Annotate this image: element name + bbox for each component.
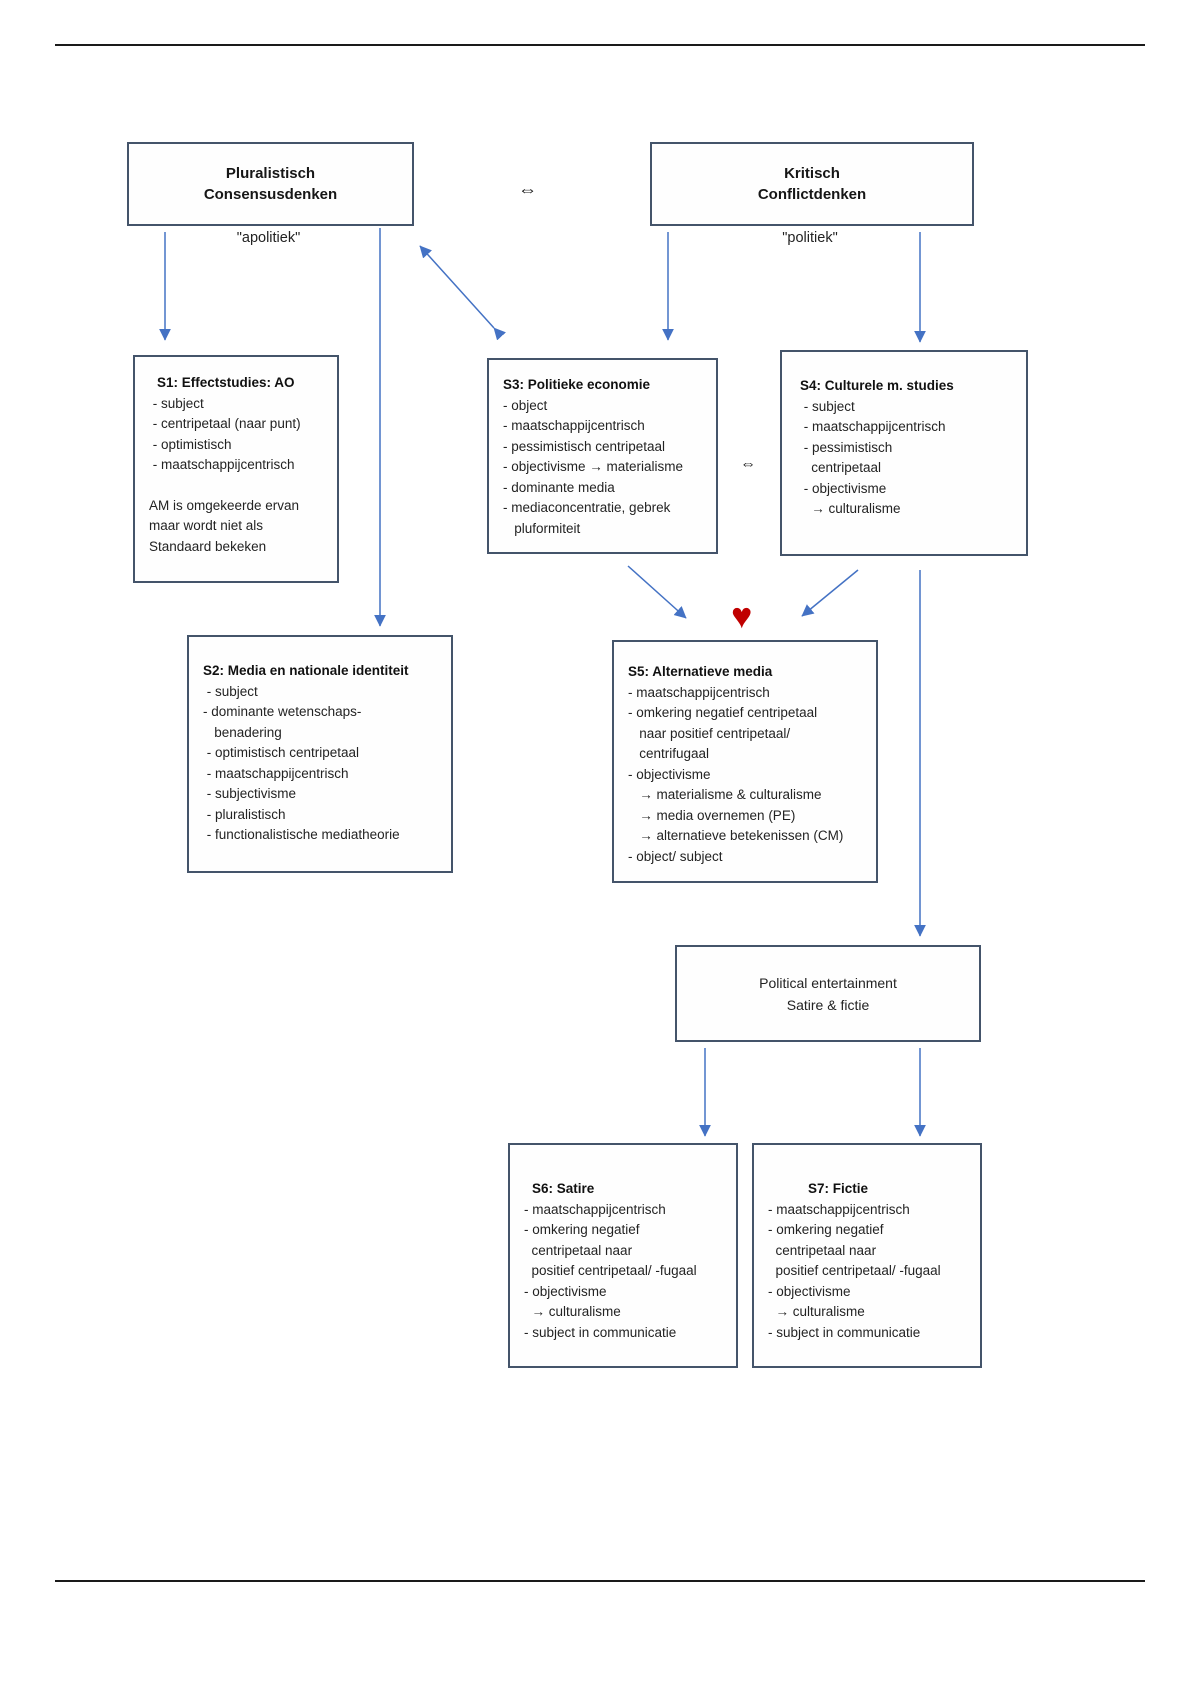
label-apolitiek: "apolitiek" [236,230,301,246]
s2-line: benadering [203,724,282,740]
s5-line: naar positief centripetaal/ [628,725,791,741]
s3-line: - dominante media [503,479,615,495]
s7-line: centripetaal naar [768,1242,877,1258]
s2-title: S2: Media en nationale identiteit [203,663,409,678]
s1-line: - centripetaal (naar punt) [149,416,301,431]
s1-line: - maatschappijcentrisch [149,457,295,472]
s5-line: - objectivisme [628,766,711,782]
box-title-line: Kritisch [784,165,840,182]
equivalence-arrow-icon: ⇔ [740,456,756,473]
s2-line: - dominante wetenschaps- [203,704,362,719]
s1-note-line: Standaard bekeken [149,538,267,554]
equivalence-arrow-icon: ⇔ [518,180,537,201]
bottom-rule [55,1580,1145,1582]
pe-line: Political entertainment [759,974,897,991]
box-s6-satire: S6: Satire - maatschappijcentrisch - omk… [508,1143,738,1368]
heart-icon: ♥ [731,595,753,636]
s6-line: - subject in communicatie [524,1324,677,1340]
s6-line: → culturalisme [524,1304,621,1319]
box-political-entertainment: Political entertainment Satire & fictie [675,945,981,1042]
s7-line: positief centripetaal/ -fugaal [768,1263,941,1278]
pe-line: Satire & fictie [786,996,870,1013]
s4-line: - subject [800,398,855,414]
box-s2-media-nationale-identiteit: S2: Media en nationale identiteit - subj… [187,635,453,873]
s3-line: pluformiteit [503,520,581,536]
s6-line: - omkering negatief [524,1222,640,1237]
s3-line: - objectivisme → materialisme [503,459,684,474]
s7-title: S7: Fictie [808,1181,869,1196]
s1-line: - optimistisch [149,436,232,452]
box-s7-fictie: S7: Fictie - maatschappijcentrisch - omk… [752,1143,982,1368]
box-s5-alternatieve-media: S5: Alternatieve media - maatschappijcen… [612,640,878,883]
s4-title: S4: Culturele m. studies [800,378,954,393]
s2-line: - optimistisch centripetaal [203,745,360,760]
s1-title: S1: Effectstudies: AO [157,375,295,390]
s2-line: - maatschappijcentrisch [203,765,349,781]
s1-line: - subject [149,395,204,411]
s4-line: - maatschappijcentrisch [800,419,946,434]
s2-line: - subject [203,683,258,699]
box-pluralistisch-consensusdenken: Pluralistisch Consensusdenken [127,142,414,226]
s7-line: - subject in communicatie [768,1324,921,1340]
s5-line: → alternatieve betekenissen (CM) [628,828,844,843]
s7-line: → culturalisme [768,1304,865,1319]
s5-line: - maatschappijcentrisch [628,684,770,700]
box-s3-politieke-economie: S3: Politieke economie - object - maatsc… [487,358,718,554]
s4-line: centripetaal [800,460,882,475]
s4-line: → culturalisme [800,501,901,516]
s5-line: centrifugaal [628,746,710,761]
s5-line: → materialisme & culturalisme [628,787,822,802]
s5-title: S5: Alternatieve media [628,664,773,679]
s7-line: - omkering negatief [768,1222,884,1237]
s1-note-line: maar wordt niet als [149,518,264,533]
s1-spacer [149,476,327,496]
s6-line: - objectivisme [524,1283,607,1299]
s3-line: - maatschappijcentrisch [503,418,645,433]
s2-line: - functionalistische mediatheorie [203,827,400,842]
box-s1-effectstudies: S1: Effectstudies: AO - subject - centri… [133,355,339,583]
s3-line: - mediaconcentratie, gebrek [503,500,671,515]
s6-title: S6: Satire [532,1181,595,1196]
arrow-s3-to-s5 [627,565,687,619]
box-title-line: Consensusdenken [203,186,338,203]
s6-line: positief centripetaal/ -fugaal [524,1263,697,1278]
s6-line: centripetaal naar [524,1242,633,1258]
box-title-line: Conflictdenken [757,186,867,203]
s3-title: S3: Politieke economie [503,377,651,392]
s3-line: - pessimistisch centripetaal [503,438,666,454]
s5-line: - omkering negatief centripetaal [628,705,818,720]
s7-line: - maatschappijcentrisch [768,1201,910,1217]
arrow-s4-to-s5 [801,569,859,617]
arrow-diagonal-double [419,245,506,341]
s4-line: - objectivisme [800,480,887,496]
box-kritisch-conflictdenken: Kritisch Conflictdenken [650,142,974,226]
s1-note-line: AM is omgekeerde ervan [149,497,300,513]
box-title-line: Pluralistisch [225,165,316,182]
top-rule [55,44,1145,46]
s6-line: - maatschappijcentrisch [524,1201,666,1217]
s2-line: - subjectivisme [203,786,297,801]
s5-line: → media overnemen (PE) [628,807,796,823]
s7-line: - objectivisme [768,1283,851,1299]
label-politiek: "politiek" [782,230,838,246]
s3-line: - object [503,397,548,413]
s2-line: - pluralistisch [203,806,286,822]
s5-line: - object/ subject [628,848,723,864]
box-s4-culturele-media-studies: S4: Culturele m. studies - subject - maa… [780,350,1028,556]
s4-line: - pessimistisch [800,439,893,455]
